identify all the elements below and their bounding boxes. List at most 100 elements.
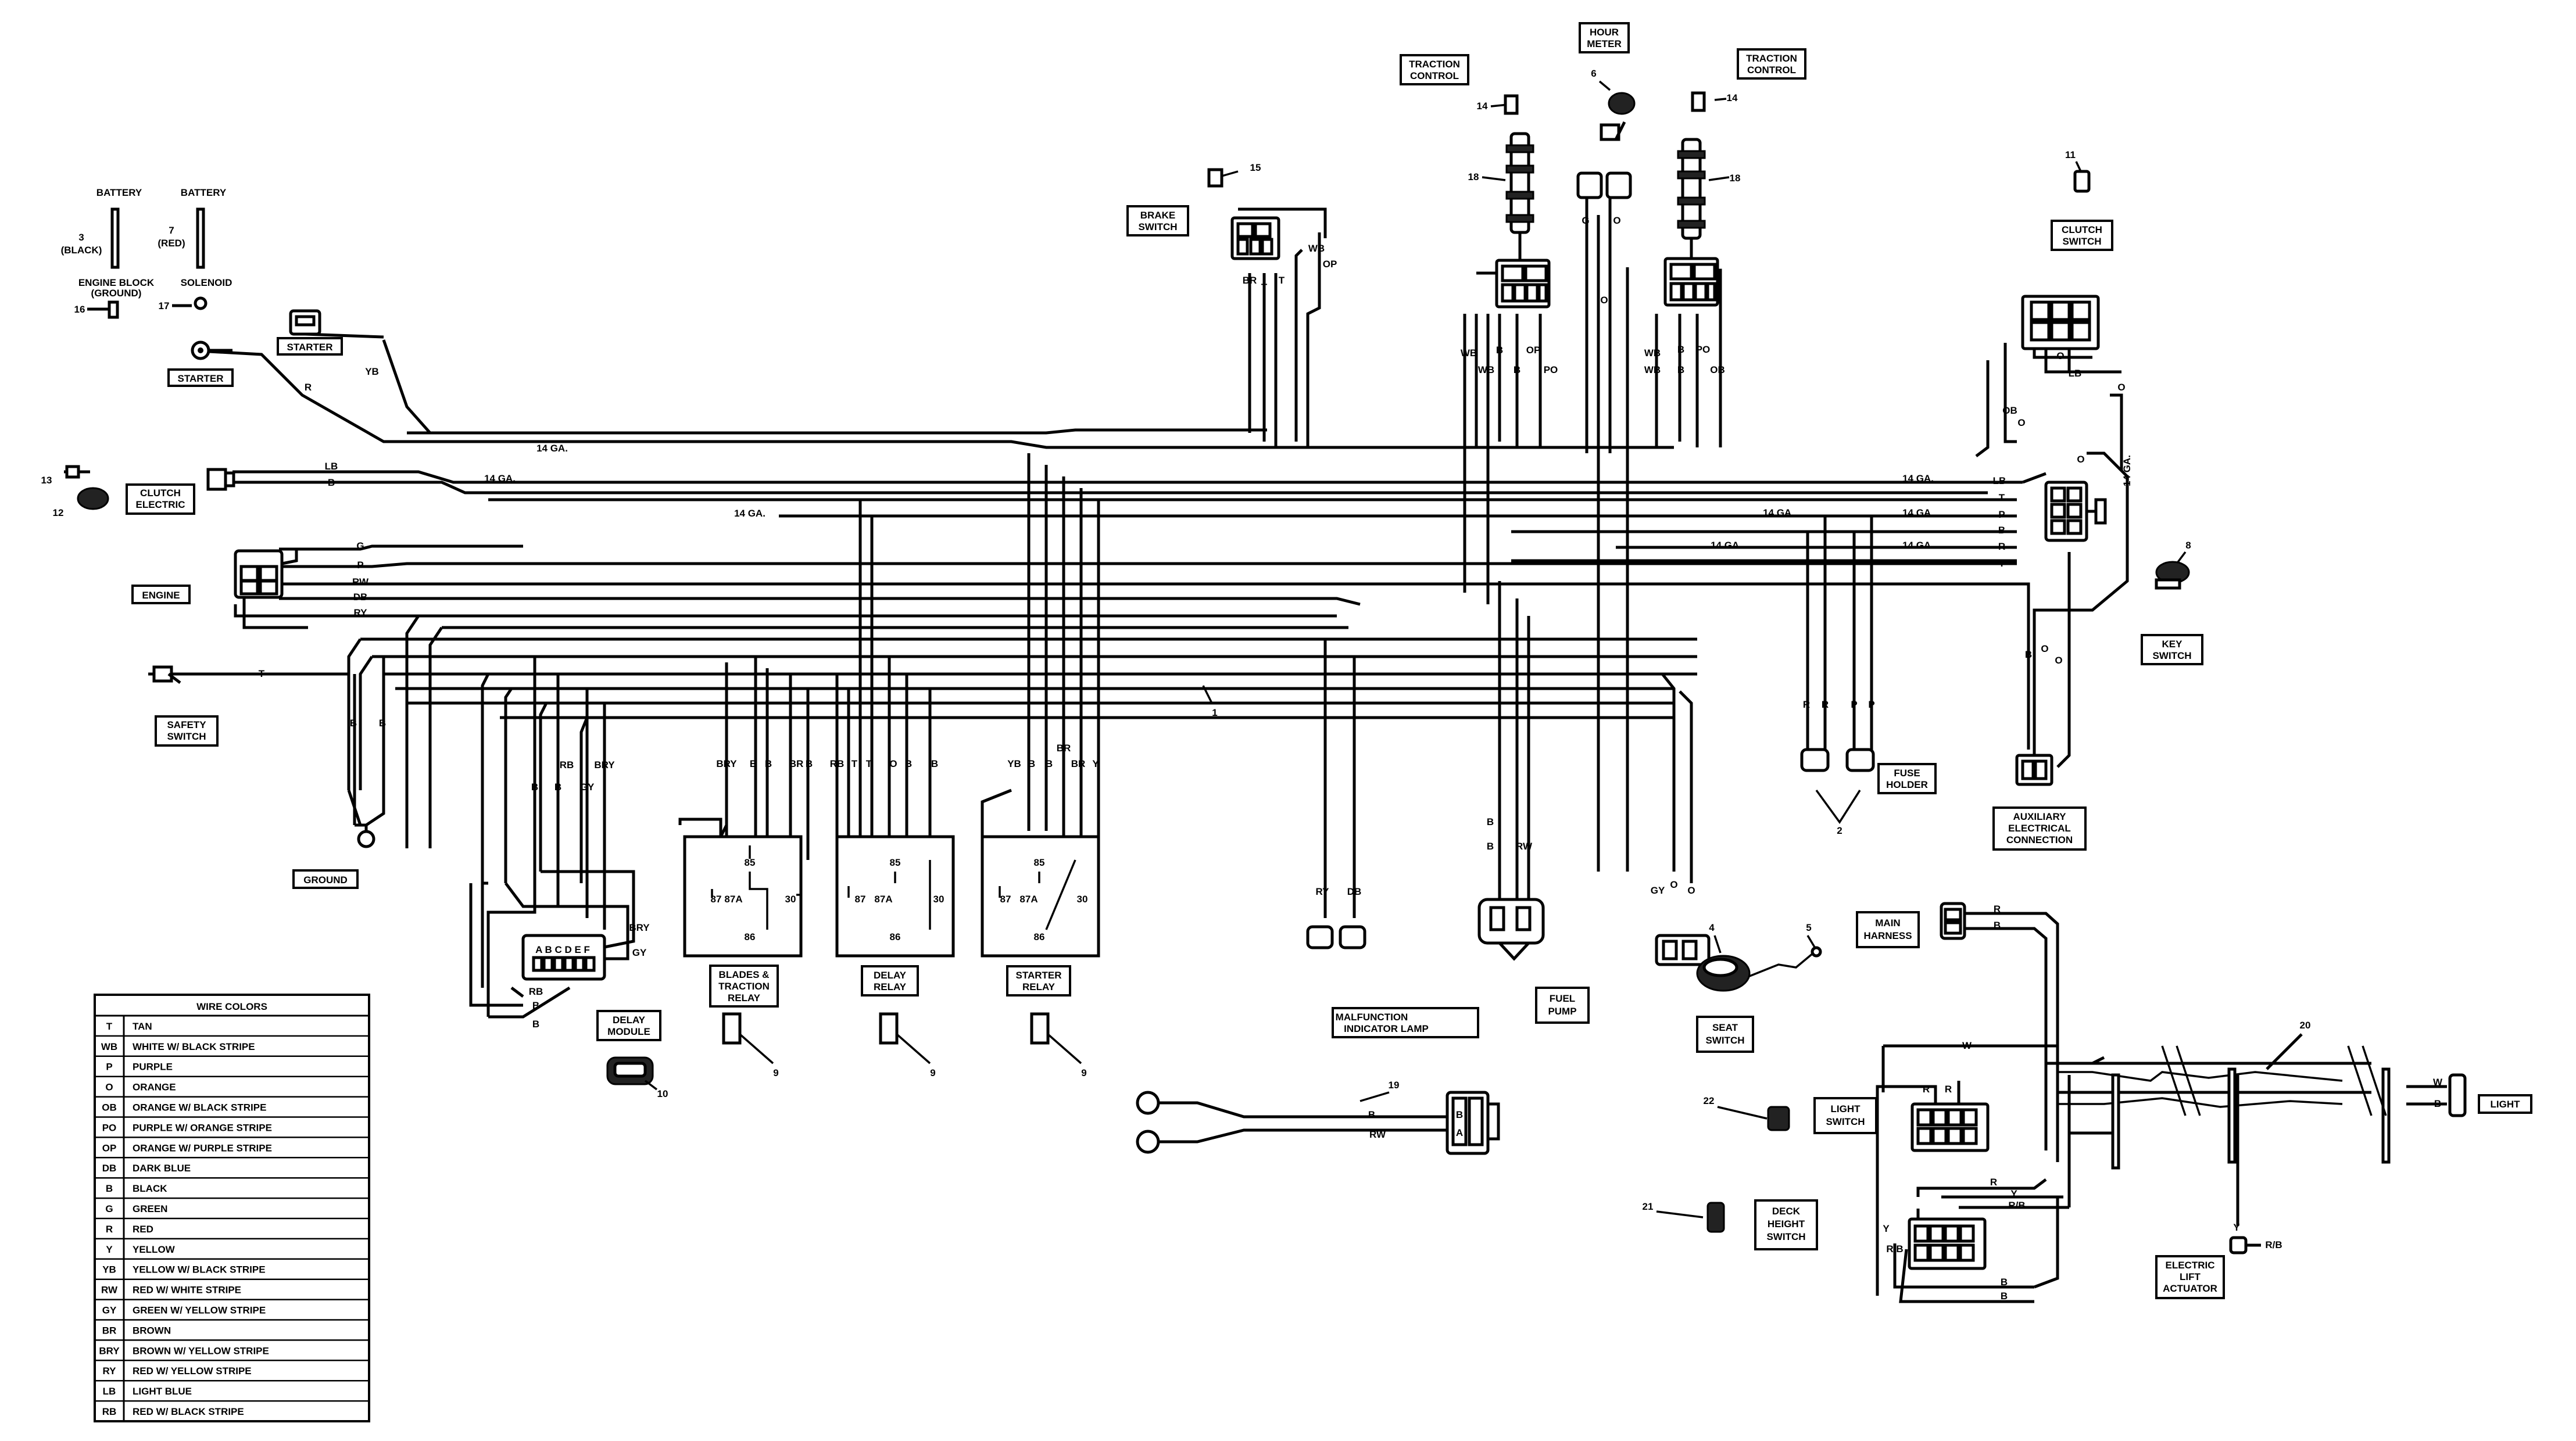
item-number: 3 <box>78 232 84 243</box>
wire-label: R <box>1945 1084 1952 1095</box>
fuse-holder-label: HOLDER <box>1886 779 1928 790</box>
wire-label: P <box>1998 509 2005 520</box>
wire-code: OB <box>102 1102 117 1113</box>
wire-code: DB <box>102 1163 117 1174</box>
delay-relay: RB T T O B B 85 87 87A 30 86 DELAY RELAY… <box>830 758 955 1078</box>
relay-pin-label: 30 <box>1077 894 1088 905</box>
wire-label: BR <box>789 758 804 769</box>
wire-color-description: RED <box>133 1224 153 1235</box>
deck-height-label: DECK <box>1772 1206 1801 1217</box>
delay-module-label: MODULE <box>607 1026 650 1037</box>
main-harness-label: HARNESS <box>1863 930 1912 941</box>
wire-label: Y <box>2233 1222 2240 1233</box>
relay-label: DELAY <box>874 970 907 981</box>
wire-code: RB <box>102 1406 117 1417</box>
key-switch-label: KEY <box>2162 639 2183 650</box>
wire-label: W <box>2433 1077 2443 1088</box>
wire-label: R <box>1923 1084 1930 1095</box>
wire-label: O <box>2017 417 2025 428</box>
item-number: 8 <box>2185 540 2191 551</box>
wire-label: B <box>350 718 357 729</box>
relay-label: RELAY <box>874 981 907 992</box>
hour-meter-label: HOUR <box>1590 27 1619 38</box>
wire-label: R <box>1803 699 1810 710</box>
traction-control-box <box>1400 54 1469 85</box>
connector-pin-label: B <box>1456 1109 1463 1120</box>
wire-color-description: ORANGE W/ PURPLE STRIPE <box>133 1142 272 1153</box>
ground-terminal-icon <box>357 830 375 848</box>
fuse-icon <box>1845 748 1875 772</box>
wire-label: O <box>1687 885 1695 896</box>
wire-color-description: YELLOW <box>133 1244 176 1255</box>
ground-terminal-icon <box>108 300 119 319</box>
wire-label: B <box>1487 816 1494 827</box>
switch-icon <box>1207 168 1223 188</box>
wire-code: R <box>106 1224 113 1235</box>
wire-label: Y <box>1883 1223 1890 1234</box>
wire-label: T <box>1999 492 2005 503</box>
ground-label: GROUND <box>303 874 348 886</box>
starter-relay: YB B B BR BR Y 85 87 87A 30 86 STARTER R… <box>981 743 1100 1078</box>
safety-switch-box <box>155 715 219 747</box>
wire-label: O <box>2041 643 2048 654</box>
wire-label: RB <box>560 759 574 770</box>
item-number: 5 <box>1806 922 1811 933</box>
engine-block-label: (GROUND) <box>91 288 142 299</box>
wire-label: B <box>379 718 386 729</box>
fuse-holder-box <box>1877 763 1937 794</box>
starter-label-box <box>277 337 343 356</box>
wire-label: T <box>1261 282 1268 293</box>
safety-switch: T SAFETY SWITCH <box>148 665 265 747</box>
wire-color-description: BLACK <box>133 1183 167 1194</box>
brake-switch-label: SWITCH <box>1138 221 1177 232</box>
traction-control-left: TRACTION CONTROL 14 18 WB B OP WB B PO <box>1400 54 1558 375</box>
traction-control-label: CONTROL <box>1747 64 1796 76</box>
wire-code: BR <box>102 1325 117 1336</box>
connector-icon <box>1576 171 1603 199</box>
wire-color-description: GREEN W/ YELLOW STRIPE <box>133 1305 266 1316</box>
wire-label: P <box>1868 699 1874 710</box>
fuel-pump-label: FUEL <box>1550 993 1575 1004</box>
wire-code: O <box>105 1082 113 1093</box>
wire-label: RW <box>1516 841 1533 852</box>
wire-code: T <box>106 1021 113 1032</box>
wire-label: B <box>806 758 813 769</box>
battery-label: BATTERY <box>181 187 227 198</box>
deck-height-switch: 21 DECK HEIGHT SWITCH Y R/B R Y R/B B B <box>1643 1133 2071 1303</box>
wire-label: GY <box>632 947 647 958</box>
relay-pin-label: 86 <box>1034 931 1045 942</box>
wire-label: RW <box>352 576 369 587</box>
wire-label: OB <box>1710 364 1725 375</box>
light-connector-icon <box>2448 1073 2467 1117</box>
relay-body <box>835 835 955 958</box>
wire-label: B <box>554 782 561 793</box>
wire-label: R <box>305 382 312 393</box>
relay-pin-label: 87 <box>711 894 722 905</box>
wire-color-description: ORANGE W/ BLACK STRIPE <box>133 1102 266 1113</box>
relay-label: STARTER <box>1015 970 1061 981</box>
aux-label: AUXILIARY <box>2013 811 2067 822</box>
light-switch: W R R 22 LIGHT SWITCH <box>1704 1040 2058 1296</box>
relay-part-icon <box>1030 1012 1050 1045</box>
switch-icon <box>1504 94 1519 115</box>
wire-lead-icon <box>65 465 80 479</box>
actuator-connector-icon <box>2229 1236 2248 1254</box>
mil-label: INDICATOR LAMP <box>1344 1023 1429 1034</box>
wire-label: OP <box>1323 259 1337 270</box>
relay-part-icon <box>879 1012 899 1045</box>
engine-block-label: ENGINE BLOCK <box>78 277 155 288</box>
wire-code: RY <box>103 1365 117 1377</box>
wire-label: B <box>532 1019 539 1030</box>
traction-control-label: TRACTION <box>1409 59 1460 70</box>
solenoid-label: SOLENOID <box>181 277 232 288</box>
wire-color-description: DARK BLUE <box>133 1163 191 1174</box>
gauge-label: 14 GA. <box>484 473 516 484</box>
wire-label: B <box>1994 920 2001 931</box>
gauge-label: 14 GA. <box>1711 540 1742 551</box>
relay-box <box>709 965 779 1008</box>
wire-label: W <box>1962 1040 1972 1051</box>
wire-label: R/B <box>2008 1200 2025 1211</box>
wire-colors-title: WIRE COLORS <box>196 1001 267 1012</box>
relay-box <box>1006 965 1071 996</box>
electric-lift-actuator: Y R/B ELECTRIC LIFT ACTUATOR <box>2155 1075 2282 1299</box>
